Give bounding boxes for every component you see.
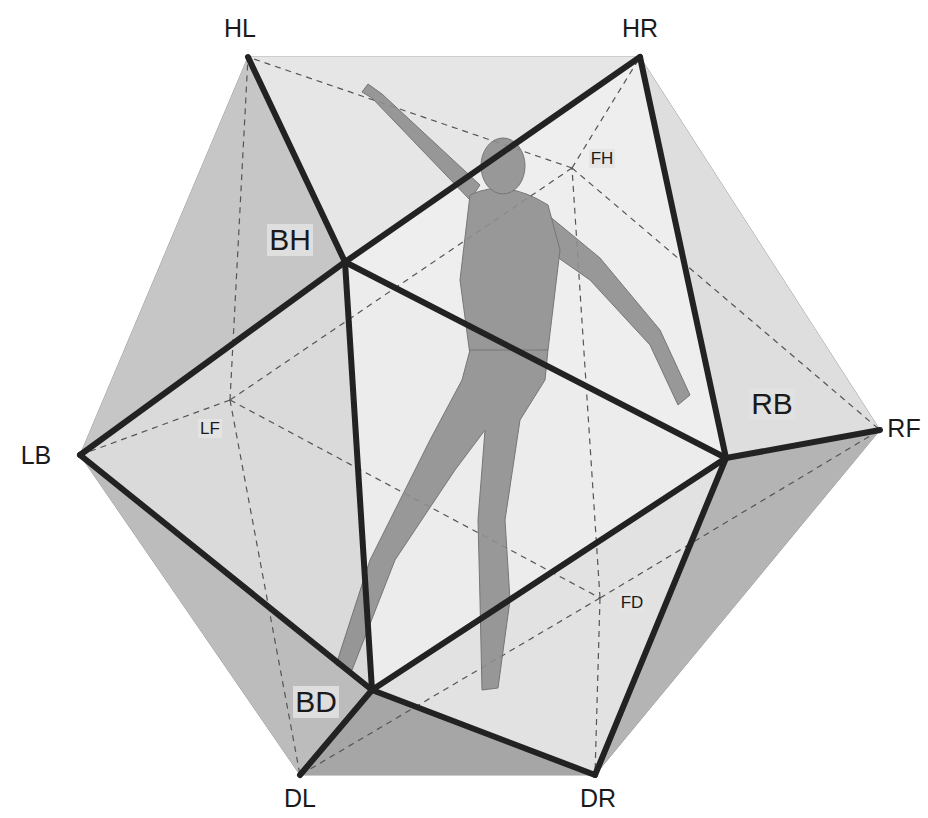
vertex-label: RB bbox=[749, 388, 795, 420]
vertex-label: DL bbox=[282, 785, 318, 812]
hexagon-outline bbox=[80, 57, 880, 775]
hidden-edges bbox=[80, 57, 880, 775]
vertex-label: BH bbox=[267, 224, 313, 256]
vertex-label: FH bbox=[589, 149, 616, 168]
vertex-label: HL bbox=[222, 15, 258, 42]
vertex-label: DR bbox=[578, 785, 618, 812]
face bbox=[80, 262, 372, 690]
vertex-label: LF bbox=[198, 419, 222, 438]
vertex-label: FD bbox=[619, 593, 646, 612]
vertex-label: LB bbox=[19, 442, 54, 469]
vertex-label: BD bbox=[293, 686, 339, 718]
front-edges bbox=[80, 57, 880, 775]
vertex-label: RF bbox=[885, 415, 922, 442]
vertex-label: HR bbox=[620, 15, 660, 42]
